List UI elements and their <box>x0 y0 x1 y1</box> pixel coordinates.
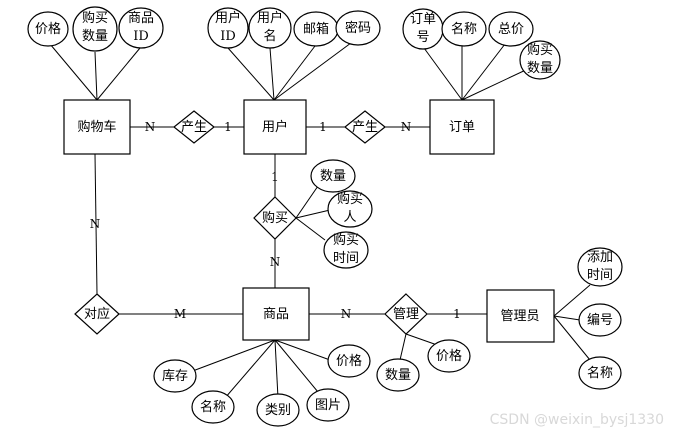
svg-text:价格: 价格 <box>35 21 61 37</box>
entity-product: 商品 <box>242 287 310 341</box>
svg-text:名称: 名称 <box>587 365 613 381</box>
svg-text:图片: 图片 <box>315 398 341 413</box>
svg-text:数量: 数量 <box>82 29 108 44</box>
entity-order: 订单 <box>429 99 495 155</box>
attribute-product-name: 名称 <box>191 390 235 424</box>
attribute-admin-add-time: 添加 时间 <box>577 247 623 287</box>
relationship-cart-user: 产生 <box>173 110 215 144</box>
cardinality-user-cart-side: 1 <box>224 120 232 134</box>
svg-text:密码: 密码 <box>345 20 371 36</box>
relationship-buy: 购买 <box>253 196 297 240</box>
relationship-cart-user-label: 产生 <box>181 120 207 135</box>
cardinality-admin-manage-side: 1 <box>453 307 461 321</box>
svg-text:库存: 库存 <box>162 368 188 384</box>
attribute-buy-person: 购买 人 <box>327 190 373 228</box>
attribute-product-price: 价格 <box>327 344 371 378</box>
cardinality-cart-side: N <box>145 120 156 134</box>
svg-text:价格: 价格 <box>336 353 362 369</box>
attribute-user-name: 用户 名 <box>248 7 292 49</box>
relationship-user-order-label: 产生 <box>352 120 378 135</box>
svg-text:订单: 订单 <box>410 12 436 27</box>
svg-text:编号: 编号 <box>587 313 613 328</box>
svg-text:用户: 用户 <box>215 10 241 26</box>
attribute-buy-time: 购买 时间 <box>323 231 369 269</box>
relationship-user-order: 产生 <box>344 110 386 144</box>
connector-lines <box>49 39 591 399</box>
relationship-buy-label: 购买 <box>262 210 288 226</box>
svg-text:时间: 时间 <box>587 268 613 283</box>
attribute-product-stock: 库存 <box>153 359 197 393</box>
svg-text:添加: 添加 <box>587 250 613 265</box>
relationship-manage-label: 管理 <box>393 307 419 322</box>
svg-text:购买: 购买 <box>337 191 363 207</box>
attribute-order-buy-quantity: 购买 数量 <box>519 40 561 80</box>
svg-text:名称: 名称 <box>200 399 226 415</box>
entity-cart: 购物车 <box>63 99 131 155</box>
svg-text:时间: 时间 <box>333 251 359 266</box>
svg-text:名称: 名称 <box>451 21 477 37</box>
entity-user-label: 用户 <box>262 119 288 135</box>
svg-text:价格: 价格 <box>436 348 462 364</box>
attribute-user-email: 邮箱 <box>293 11 339 47</box>
watermark: CSDN @weixin_bysj1330 <box>490 412 664 428</box>
attribute-user-password: 密码 <box>335 10 381 46</box>
attribute-cart-product-id: 商品 ID <box>118 7 164 49</box>
attribute-cart-buy-quantity: 购买 数量 <box>72 6 118 52</box>
attribute-user-id: 用户 ID <box>207 7 249 49</box>
svg-text:人: 人 <box>343 210 356 225</box>
cardinality-order-side: N <box>401 120 412 134</box>
entity-cart-label: 购物车 <box>77 119 116 135</box>
attribute-order-name: 名称 <box>441 11 487 47</box>
cardinality-product-manage-side: N <box>341 307 352 321</box>
relationship-manage: 管理 <box>384 293 428 335</box>
svg-text:ID: ID <box>133 29 149 44</box>
svg-text:号: 号 <box>416 30 429 45</box>
attribute-cart-price: 价格 <box>27 11 69 47</box>
attribute-product-category: 类别 <box>256 393 300 427</box>
entity-admin-label: 管理员 <box>500 309 539 324</box>
svg-text:商品: 商品 <box>128 11 154 26</box>
cardinality-user-buy-side: 1 <box>271 170 279 184</box>
cardinality-product-buy-side: N <box>270 255 281 269</box>
relationship-correspond: 对应 <box>74 293 120 335</box>
svg-text:数量: 数量 <box>320 169 346 184</box>
attribute-manage-quantity: 数量 <box>376 358 420 392</box>
cardinality-cart-correspond-side: N <box>90 217 101 231</box>
attribute-admin-name: 名称 <box>578 356 622 390</box>
svg-text:ID: ID <box>220 29 236 44</box>
relationship-correspond-label: 对应 <box>84 306 110 322</box>
attribute-order-total: 总价 <box>488 11 534 47</box>
svg-text:总价: 总价 <box>498 22 524 37</box>
svg-text:数量: 数量 <box>385 368 411 383</box>
svg-text:用户: 用户 <box>257 10 283 26</box>
attribute-admin-id: 编号 <box>578 303 622 337</box>
attribute-product-image: 图片 <box>306 388 350 422</box>
entity-user: 用户 <box>243 99 307 155</box>
cardinality-user-order-side: 1 <box>319 120 327 134</box>
attribute-order-number: 订单 号 <box>402 8 444 50</box>
svg-text:购买: 购买 <box>527 42 553 58</box>
svg-text:类别: 类别 <box>265 403 291 418</box>
entity-product-label: 商品 <box>263 307 289 322</box>
cardinality-product-correspond-side: M <box>174 307 186 321</box>
entity-admin: 管理员 <box>486 289 555 343</box>
svg-text:名: 名 <box>263 28 276 44</box>
svg-text:邮箱: 邮箱 <box>303 21 329 37</box>
cardinality-labels: N 1 1 N 1 N N M N 1 <box>90 120 461 321</box>
svg-text:数量: 数量 <box>527 61 553 76</box>
attribute-manage-price: 价格 <box>427 339 471 373</box>
attribute-buy-quantity: 数量 <box>310 159 356 193</box>
entity-order-label: 订单 <box>449 120 475 135</box>
svg-text:购买: 购买 <box>82 10 108 26</box>
svg-text:购买: 购买 <box>333 232 359 248</box>
